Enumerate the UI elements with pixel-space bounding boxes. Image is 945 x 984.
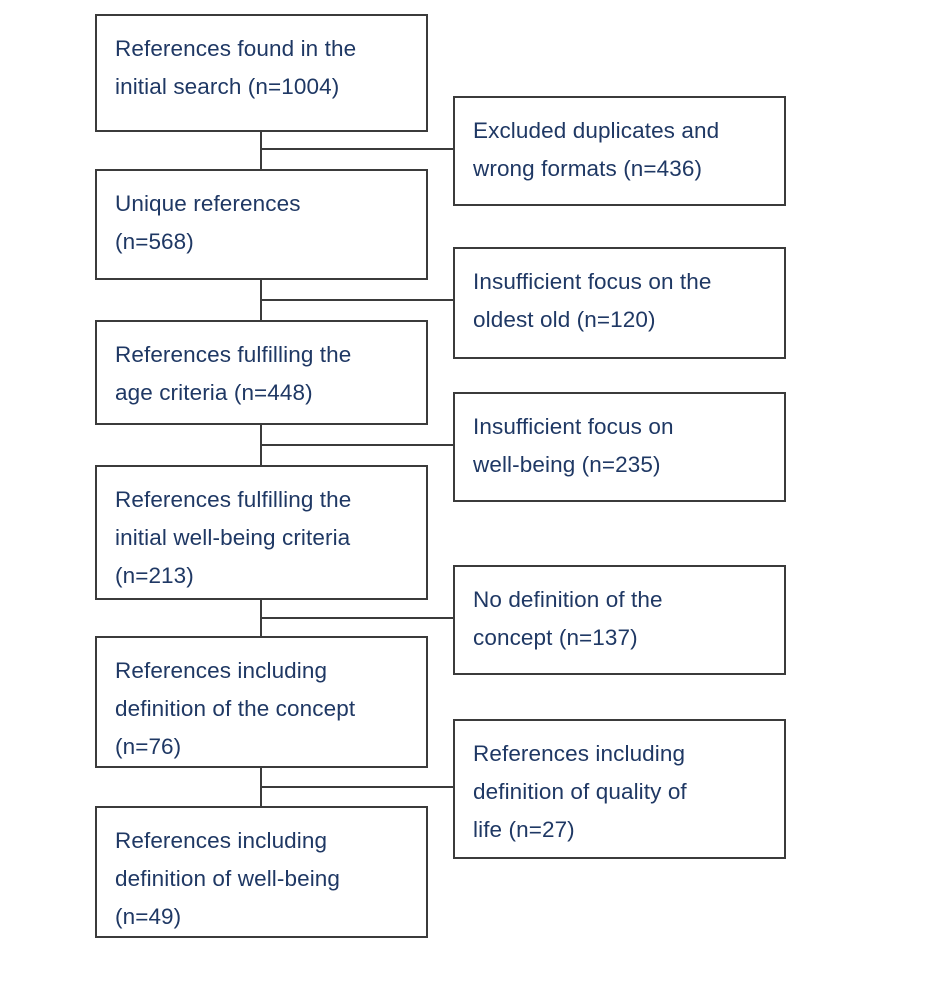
flow-box-wellbeing-criteria-label: References fulfilling the initial well-b… bbox=[115, 487, 352, 588]
flow-box-found: References found in the initial search (… bbox=[95, 14, 428, 132]
connector-branch-5 bbox=[260, 786, 455, 788]
flow-box-definition-quality-of-life-label: References including definition of quali… bbox=[473, 741, 687, 842]
connector-branch-2 bbox=[260, 299, 455, 301]
flow-box-definition-quality-of-life: References including definition of quali… bbox=[453, 719, 786, 859]
flow-box-insufficient-oldest-old: Insufficient focus on the oldest old (n=… bbox=[453, 247, 786, 359]
flow-box-insufficient-wellbeing: Insufficient focus on well-being (n=235) bbox=[453, 392, 786, 502]
flow-box-no-definition-label: No definition of the concept (n=137) bbox=[473, 587, 663, 650]
flow-box-age-criteria-label: References fulfilling the age criteria (… bbox=[115, 342, 352, 405]
flow-box-unique: Unique references (n=568) bbox=[95, 169, 428, 280]
flow-box-insufficient-oldest-old-label: Insufficient focus on the oldest old (n=… bbox=[473, 269, 712, 332]
flow-box-wellbeing-criteria: References fulfilling the initial well-b… bbox=[95, 465, 428, 600]
flow-box-definition-concept-label: References including definition of the c… bbox=[115, 658, 356, 759]
flow-box-excluded-duplicates: Excluded duplicates and wrong formats (n… bbox=[453, 96, 786, 206]
flow-box-found-label: References found in the initial search (… bbox=[115, 36, 357, 99]
flow-box-definition-wellbeing: References including definition of well-… bbox=[95, 806, 428, 938]
flow-box-definition-concept: References including definition of the c… bbox=[95, 636, 428, 768]
connector-branch-3 bbox=[260, 444, 455, 446]
flow-box-insufficient-wellbeing-label: Insufficient focus on well-being (n=235) bbox=[473, 414, 674, 477]
connector-branch-4 bbox=[260, 617, 455, 619]
flow-box-age-criteria: References fulfilling the age criteria (… bbox=[95, 320, 428, 425]
connector-vertical-1 bbox=[260, 132, 262, 169]
flow-box-no-definition: No definition of the concept (n=137) bbox=[453, 565, 786, 675]
flow-box-excluded-duplicates-label: Excluded duplicates and wrong formats (n… bbox=[473, 118, 720, 181]
flow-box-definition-wellbeing-label: References including definition of well-… bbox=[115, 828, 341, 929]
connector-branch-1 bbox=[260, 148, 455, 150]
flow-box-unique-label: Unique references (n=568) bbox=[115, 191, 301, 254]
